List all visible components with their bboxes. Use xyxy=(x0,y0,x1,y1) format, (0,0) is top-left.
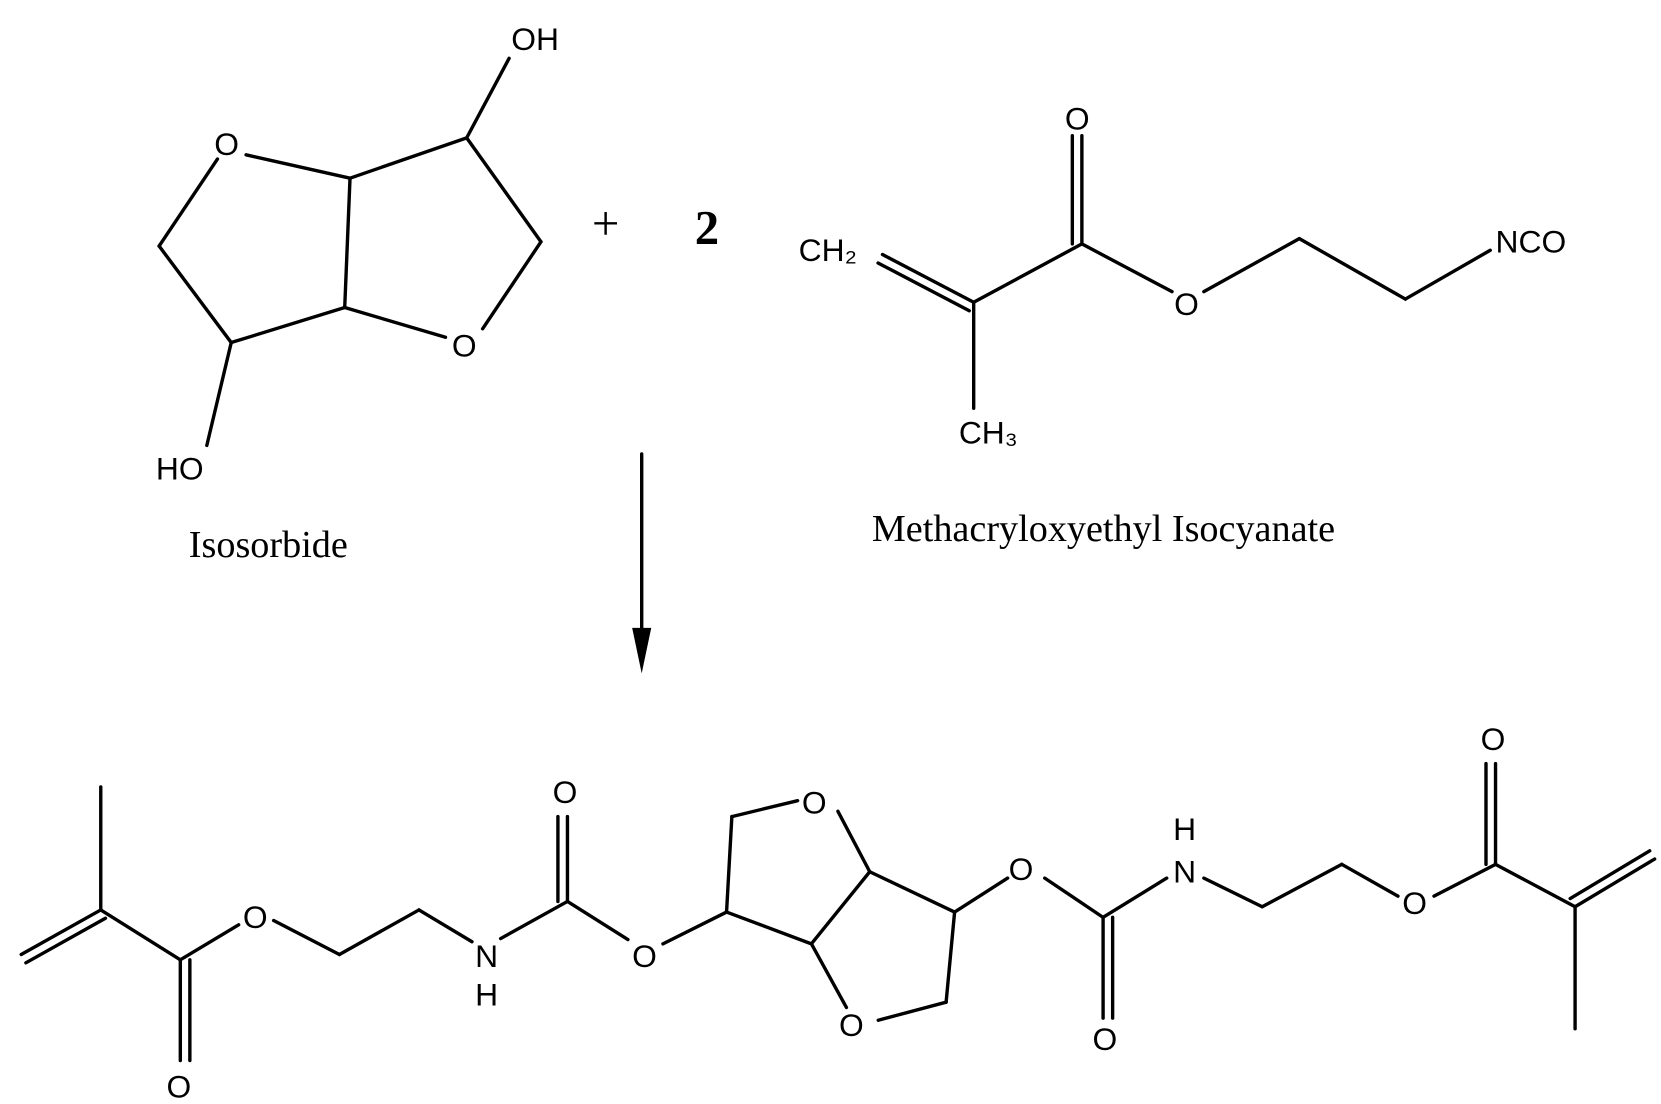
atom-o: O xyxy=(167,1069,192,1104)
atom-ring-o: O xyxy=(839,1007,864,1043)
bond xyxy=(483,242,541,329)
atom-h: H xyxy=(475,976,498,1012)
bond xyxy=(231,308,344,343)
bond xyxy=(870,872,955,912)
bond xyxy=(1299,239,1405,299)
bond xyxy=(419,910,472,942)
reaction-arrow-head xyxy=(632,628,651,674)
atom-ch3: CH₃ xyxy=(959,414,1018,450)
bond xyxy=(727,912,812,944)
bond xyxy=(1082,244,1172,292)
bond xyxy=(21,910,101,955)
bond xyxy=(974,244,1082,302)
bond xyxy=(159,159,217,246)
bond xyxy=(946,912,954,1002)
bond xyxy=(811,872,869,944)
bond xyxy=(1045,878,1103,917)
atom-o: O xyxy=(632,938,657,974)
atom-ester-o: O xyxy=(1174,286,1199,322)
atom-o: O xyxy=(1092,1021,1117,1057)
bond xyxy=(882,255,973,303)
bond xyxy=(955,878,1008,912)
bond xyxy=(567,901,627,939)
bond xyxy=(274,921,340,955)
atom-ch2: CH₂ xyxy=(799,232,857,268)
bond xyxy=(467,138,541,242)
bond xyxy=(350,138,467,178)
bond xyxy=(1496,864,1576,906)
bond xyxy=(1204,878,1262,907)
plus-sign: + xyxy=(592,197,620,251)
atom-o: O xyxy=(243,899,268,935)
atom-ring-o: O xyxy=(214,126,239,162)
stoichiometric-coefficient: 2 xyxy=(695,201,719,255)
atom-ring-o: O xyxy=(452,327,477,363)
bond xyxy=(1204,239,1299,292)
bond xyxy=(1575,859,1655,907)
atom-nco: NCO xyxy=(1496,223,1567,259)
bond xyxy=(339,910,419,955)
bond xyxy=(1405,250,1490,299)
bond xyxy=(811,944,846,1008)
bond xyxy=(467,58,509,138)
bond xyxy=(1570,851,1650,899)
bond xyxy=(345,178,350,307)
atom-ring-o: O xyxy=(802,784,827,820)
atom-h: H xyxy=(1173,811,1196,847)
bond xyxy=(101,910,181,960)
bond xyxy=(1103,878,1167,917)
atom-ho: HO xyxy=(156,450,204,486)
bond xyxy=(878,1002,946,1020)
bond xyxy=(732,801,798,817)
bond xyxy=(838,811,870,871)
bond xyxy=(1434,864,1496,896)
bond xyxy=(1342,864,1398,896)
bond xyxy=(345,308,446,338)
bond xyxy=(207,343,231,446)
bond xyxy=(159,246,231,343)
atom-carbonyl-o: O xyxy=(1065,100,1090,136)
bond xyxy=(727,817,732,912)
bond xyxy=(26,918,106,963)
atom-oh: OH xyxy=(511,21,559,57)
bond xyxy=(663,912,727,944)
atom-o: O xyxy=(1481,721,1506,757)
atom-n: N xyxy=(475,938,498,974)
bond xyxy=(878,263,969,311)
bond xyxy=(180,925,238,960)
bond xyxy=(501,901,568,938)
isocyanate-label: Methacryloxyethyl Isocyanate xyxy=(872,508,1335,550)
atom-o: O xyxy=(1402,885,1427,921)
isosorbide-label: Isosorbide xyxy=(189,524,348,566)
atom-o: O xyxy=(1009,851,1034,887)
atom-n: N xyxy=(1173,853,1196,889)
atom-o: O xyxy=(553,774,578,810)
bond xyxy=(246,155,350,178)
bond xyxy=(1262,864,1342,906)
